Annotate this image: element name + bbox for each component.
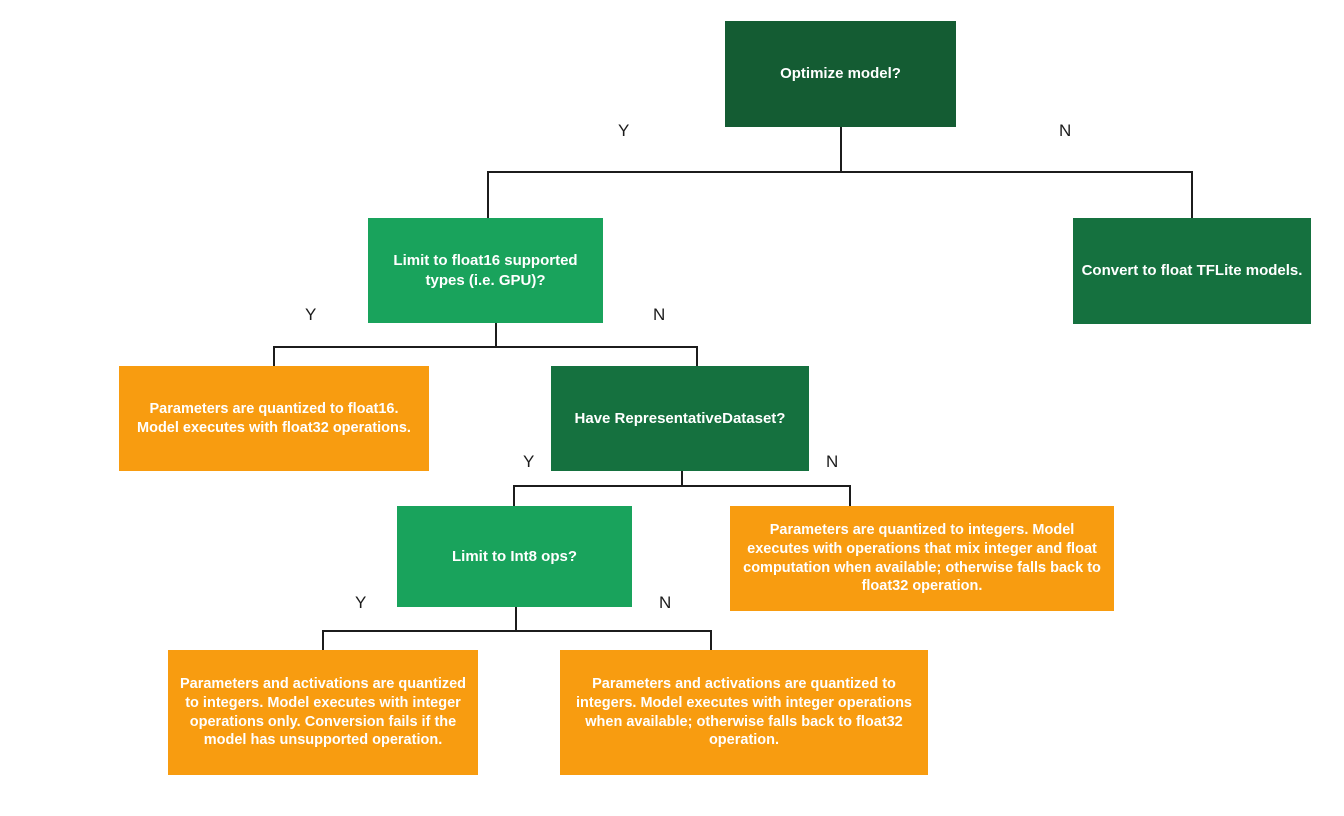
branch-label-level1-yes: Y — [618, 121, 630, 140]
edge-limit-int8-stem — [515, 607, 517, 631]
node-limit-float16[interactable]: Limit to float16 supported types (i.e. G… — [368, 218, 603, 323]
edge-level4-bus — [322, 630, 711, 632]
edge-level2-yes-drop — [273, 346, 275, 367]
edge-level1-yes-drop — [487, 171, 489, 219]
edge-level1-bus — [487, 171, 1193, 173]
edge-level3-yes-drop — [513, 485, 515, 507]
node-mixed-integer-float-result[interactable]: Parameters are quantized to integers. Mo… — [730, 506, 1114, 611]
edge-have-dataset-stem — [681, 471, 683, 486]
branch-label-level1-no: N — [1059, 121, 1072, 140]
node-have-representative-dataset[interactable]: Have RepresentativeDataset? — [551, 366, 809, 471]
branch-label-level2-no: N — [653, 305, 666, 324]
edge-limit-float16-stem — [495, 323, 497, 347]
node-convert-float-tflite[interactable]: Convert to float TFLite models. — [1073, 218, 1311, 324]
edge-level2-no-drop — [696, 346, 698, 367]
edge-level1-no-drop — [1191, 171, 1193, 219]
edge-optimize-model-stem — [840, 127, 842, 172]
edge-level2-bus — [273, 346, 698, 348]
branch-label-level4-yes: Y — [355, 593, 367, 612]
node-float16-result[interactable]: Parameters are quantized to float16. Mod… — [119, 366, 429, 471]
branch-label-level4-no: N — [659, 593, 672, 612]
node-int8-only-result[interactable]: Parameters and activations are quantized… — [168, 650, 478, 775]
edge-level3-bus — [513, 485, 851, 487]
edge-level4-yes-drop — [322, 630, 324, 651]
node-int8-fallback-result[interactable]: Parameters and activations are quantized… — [560, 650, 928, 775]
branch-label-level3-yes: Y — [523, 452, 535, 471]
node-limit-int8-ops[interactable]: Limit to Int8 ops? — [397, 506, 632, 607]
node-optimize-model[interactable]: Optimize model? — [725, 21, 956, 127]
edge-level3-no-drop — [849, 485, 851, 507]
edge-level4-no-drop — [710, 630, 712, 651]
branch-label-level3-no: N — [826, 452, 839, 471]
branch-label-level2-yes: Y — [305, 305, 317, 324]
